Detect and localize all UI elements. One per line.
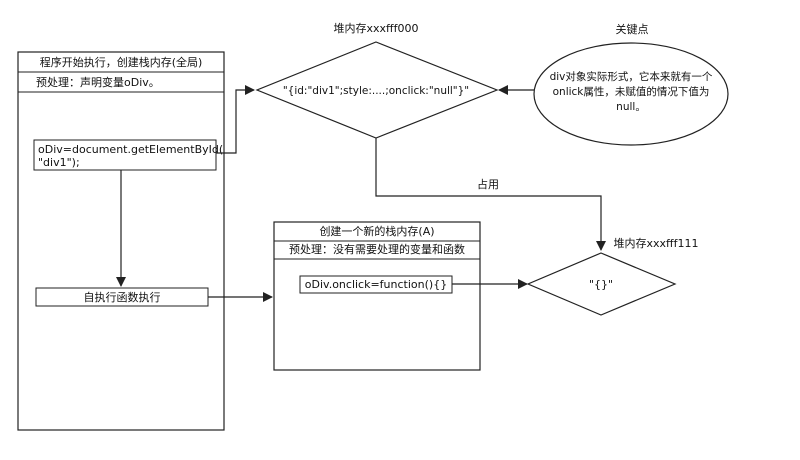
code-line-1: oDiv=document.getElementById(	[38, 143, 223, 156]
heap1-content: "{id:"div1";style:....;onclick:"null"}"	[283, 85, 469, 97]
key-point-line-3: null。	[616, 101, 646, 113]
heap1-label: 堆内存xxxfff000	[334, 21, 419, 35]
key-point-ellipse: 关键点 div对象实际形式，它本来就有一个 onlick属性，未赋值的情况下值为…	[533, 22, 729, 146]
iife-text: 自执行函数执行	[84, 290, 161, 304]
get-element-code-box: oDiv=document.getElementById( "div1");	[33, 139, 223, 171]
new-stack-box: 创建一个新的栈内存(A) 预处理：没有需要处理的变量和函数 oDiv.oncli…	[273, 221, 481, 371]
key-point-line-1: div对象实际形式，它本来就有一个	[550, 70, 713, 83]
heap2-content: "{}"	[589, 278, 613, 291]
heap2-label: 堆内存xxxfff111	[614, 236, 699, 250]
heap2-diamond: 堆内存xxxfff111 "{}"	[526, 236, 699, 316]
new-stack-preprocess: 预处理：没有需要处理的变量和函数	[289, 242, 465, 256]
global-stack-box: 程序开始执行，创建栈内存(全局) 预处理：声明变量oDiv。	[17, 51, 225, 431]
arrow-code-to-heap1	[216, 85, 255, 154]
new-stack-title: 创建一个新的栈内存(A)	[319, 224, 434, 238]
heap1-diamond: 堆内存xxxfff000 "{id:"div1";style:....;oncl…	[255, 21, 499, 139]
key-point-label: 关键点	[616, 22, 649, 36]
onclick-code-text: oDiv.onclick=function(){}	[305, 278, 447, 291]
iife-box: 自执行函数执行	[35, 287, 209, 307]
occupy-label: 占用	[477, 177, 499, 191]
key-point-line-2: onlick属性，未赋值的情况下值为	[553, 85, 710, 98]
arrow-heap1-to-heap2	[375, 138, 606, 251]
global-preprocess-text: 预处理：声明变量oDiv。	[36, 75, 160, 89]
code-line-2: "div1");	[38, 156, 80, 169]
global-stack-title: 程序开始执行，创建栈内存(全局)	[40, 55, 203, 69]
